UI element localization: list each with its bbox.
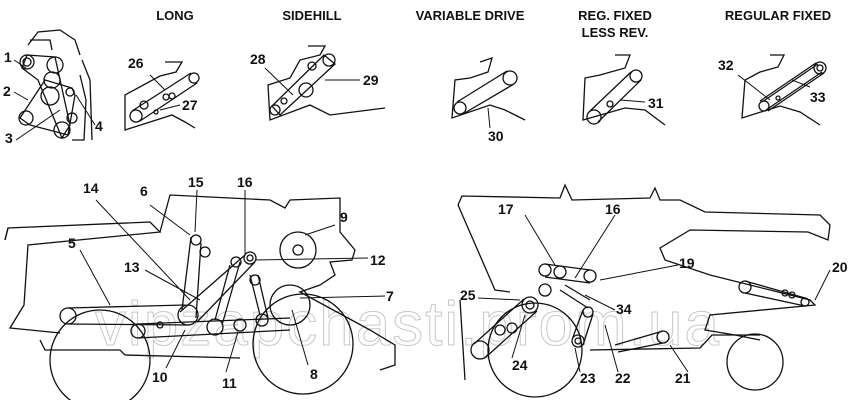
callout-28: 28 — [250, 51, 266, 67]
header-variable-drive: VARIABLE DRIVE — [416, 8, 525, 23]
callout-15: 15 — [188, 174, 204, 190]
callout-10: 10 — [152, 369, 168, 385]
detail-sidehill — [264, 45, 386, 121]
callout-21: 21 — [675, 370, 691, 386]
callout-13: 13 — [124, 259, 140, 275]
callout-31: 31 — [648, 95, 664, 111]
detail-drive-1-4 — [13, 29, 96, 141]
callout-25: 25 — [460, 287, 476, 303]
callout-17: 17 — [498, 201, 514, 217]
callout-22: 22 — [615, 370, 631, 386]
callout-11: 11 — [222, 375, 237, 391]
header-long: LONG — [156, 8, 194, 23]
callout-7: 7 — [386, 288, 394, 304]
detail-reg-fixed-less-rev — [582, 54, 666, 126]
combine-right-side — [457, 183, 831, 398]
callout-1: 1 — [4, 49, 12, 65]
callout-29: 29 — [363, 72, 379, 88]
callout-3: 3 — [5, 130, 13, 146]
watermark: vipzapchasti.prom.ua — [95, 290, 721, 359]
callout-4: 4 — [95, 118, 103, 134]
callout-2: 2 — [3, 83, 11, 99]
header-regular-fixed: REGULAR FIXED — [725, 8, 831, 23]
callout-12: 12 — [370, 252, 386, 268]
header-reg-fixed: REG. FIXED — [578, 8, 652, 23]
callout-26: 26 — [128, 55, 144, 71]
callout-16: 16 — [237, 174, 253, 190]
callout-14: 14 — [83, 180, 99, 196]
callout-30: 30 — [488, 128, 504, 144]
detail-variable-drive — [451, 56, 526, 129]
callout-20: 20 — [832, 259, 848, 275]
header-less-rev: LESS REV. — [582, 25, 649, 40]
callout-24: 24 — [512, 357, 528, 373]
callout-9: 9 — [340, 209, 348, 225]
callout-33: 33 — [810, 89, 826, 105]
callout-23: 23 — [580, 370, 596, 386]
callout-5: 5 — [68, 235, 76, 251]
callout-16-right: 16 — [605, 201, 621, 217]
callout-32: 32 — [718, 57, 734, 73]
callout-27: 27 — [182, 97, 198, 113]
detail-regular-fixed — [737, 54, 827, 126]
header-sidehill: SIDEHILL — [282, 8, 341, 23]
callout-6: 6 — [140, 183, 148, 199]
detail-long — [124, 61, 200, 131]
callout-34: 34 — [616, 301, 632, 317]
callout-8: 8 — [310, 366, 318, 382]
combine-left-side — [4, 189, 396, 400]
callout-19: 19 — [679, 255, 695, 271]
